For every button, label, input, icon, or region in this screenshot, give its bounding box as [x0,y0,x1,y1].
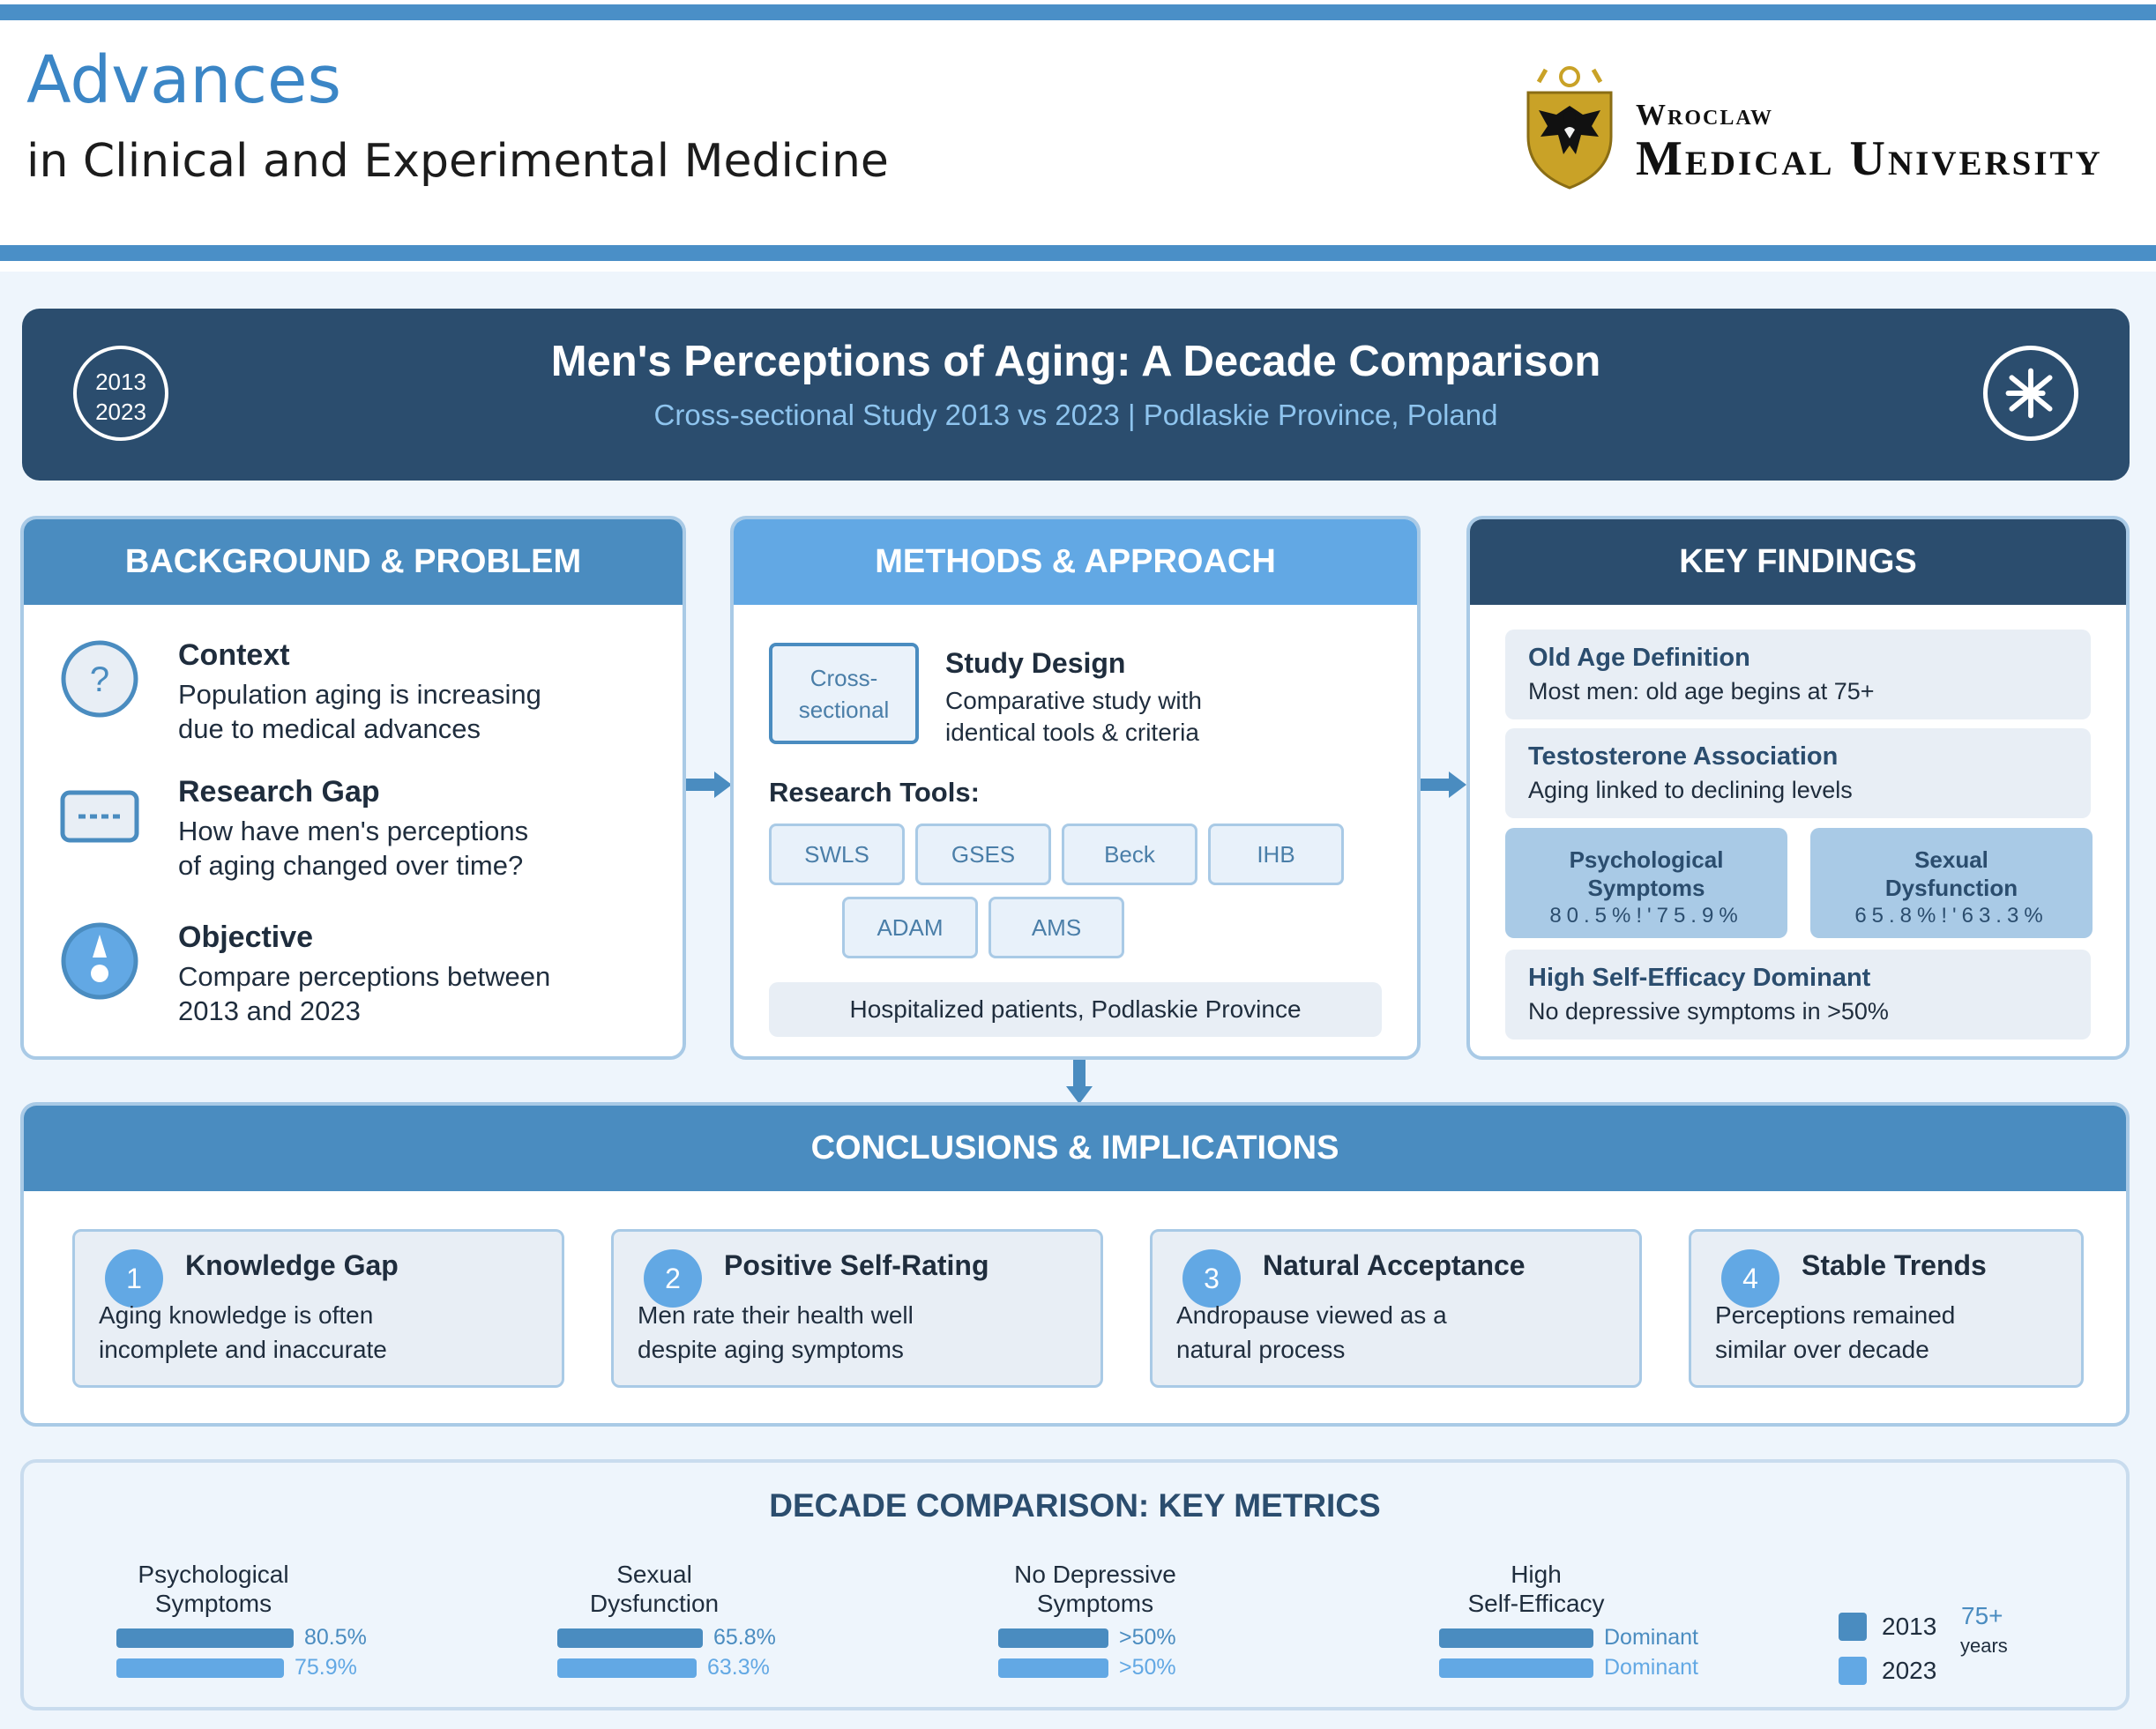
finding-psychological-symptoms: Psychological Symptoms 80.5%!'75.9% [1505,828,1787,938]
university-crest-icon [1526,66,1613,190]
finding-old-age: Old Age Definition Most men: old age beg… [1505,630,2091,719]
university-name-bottom: Medical University [1636,131,2103,186]
tool-chip-adam: ADAM [842,897,978,958]
study-design-text: Comparative study with identical tools &… [945,687,1203,746]
legend-label-2023: 2023 [1882,1657,1937,1684]
methods-heading: METHODS & APPROACH [734,519,1417,605]
finding-self-efficacy: High Self-Efficacy Dominant No depressiv… [1505,950,2091,1040]
metric-bar-2023 [998,1658,1108,1678]
background-panel: BACKGROUND & PROBLEM ? Context Populatio… [20,516,686,1060]
metric-value-2013: 80.5% [304,1625,367,1650]
top-accent-bar [0,4,2156,20]
asterisk-icon [1983,346,2078,441]
study-population: Hospitalized patients, Podlaskie Provinc… [769,982,1382,1037]
ellipsis-box-icon [60,790,139,843]
arrow-right-icon [1421,771,1466,798]
methods-panel: METHODS & APPROACH Cross- sectional Stud… [730,516,1421,1060]
metric-value-2023: 75.9% [295,1655,357,1680]
conclusion-card: 1 Knowledge Gap Aging knowledge is often… [72,1229,564,1388]
step-number: 2 [644,1249,702,1308]
metric-value-2023: 63.3% [707,1655,770,1680]
question-icon: ? [61,640,138,718]
step-number: 4 [1721,1249,1779,1308]
metric-bar-2013 [116,1628,294,1648]
metric-value-2023: >50% [1119,1655,1176,1680]
tool-chip-swls: SWLS [769,824,905,885]
findings-heading: KEY FINDINGS [1470,519,2126,605]
legend-label-2013: 2013 [1882,1613,1937,1640]
conclusions-panel: CONCLUSIONS & IMPLICATIONS 1 Knowledge G… [20,1102,2130,1427]
metric-bar-2013 [998,1628,1108,1648]
metric-bar-2023 [557,1658,697,1678]
tool-chip-beck: Beck [1062,824,1197,885]
step-number: 1 [105,1249,163,1308]
step-number: 3 [1182,1249,1241,1308]
infographic-subtitle: Cross-sectional Study 2013 vs 2023 | Pod… [653,399,1498,431]
age-threshold-value: 75+ [1961,1602,2003,1629]
metric-value-2013: >50% [1119,1625,1176,1650]
metric-value-2013: Dominant [1604,1625,1698,1650]
study-design-title: Study Design [945,647,1126,679]
journal-title: Advances [26,42,342,118]
findings-panel: KEY FINDINGS Old Age Definition Most men… [1466,516,2130,1060]
tool-chip-gses: GSES [915,824,1051,885]
research-tools-label: Research Tools: [769,777,980,808]
metric-bar-2013 [557,1628,703,1648]
finding-sexual-dysfunction: Sexual Dysfunction 65.8%!'63.3% [1810,828,2093,938]
journal-subtitle: in Clinical and Experimental Medicine [26,135,889,188]
metrics-panel: DECADE COMPARISON: KEY METRICS Psycholog… [20,1459,2130,1710]
conclusion-card: 3 Natural Acceptance Andropause viewed a… [1150,1229,1642,1388]
tool-chip-ams: AMS [988,897,1124,958]
title-banner: 2013 2023 Men's Perceptions of Aging: A … [22,309,2130,481]
header-divider [0,245,2156,261]
finding-testosterone: Testosterone Association Aging linked to… [1505,728,2091,818]
tool-chip-ihb: IHB [1208,824,1344,885]
metrics-heading: DECADE COMPARISON: KEY METRICS [769,1487,1381,1524]
university-name-top: Wroclaw [1636,99,1774,131]
metric-value-2023: Dominant [1604,1655,1698,1680]
age-threshold-unit: years [1960,1635,2008,1657]
infographic-title: Men's Perceptions of Aging: A Decade Com… [550,338,1601,385]
journal-header [0,20,2156,245]
arrow-right-icon [686,771,732,798]
year-range-badge: 2013 2023 [73,346,168,441]
target-pointer-icon [61,922,138,1000]
conclusion-card: 2 Positive Self-Rating Men rate their he… [611,1229,1103,1388]
legend-swatch-2013 [1839,1613,1867,1641]
metric-bar-2023 [116,1658,284,1678]
background-heading: BACKGROUND & PROBLEM [24,519,683,605]
arrow-down-icon [1066,1060,1093,1104]
study-design-badge: Cross- sectional [769,643,919,744]
metric-bar-2023 [1439,1658,1593,1678]
metric-bar-2013 [1439,1628,1593,1648]
metric-value-2013: 65.8% [713,1625,776,1650]
legend-swatch-2023 [1839,1657,1867,1685]
conclusions-heading: CONCLUSIONS & IMPLICATIONS [24,1106,2126,1191]
svg-text:?: ? [90,660,109,699]
